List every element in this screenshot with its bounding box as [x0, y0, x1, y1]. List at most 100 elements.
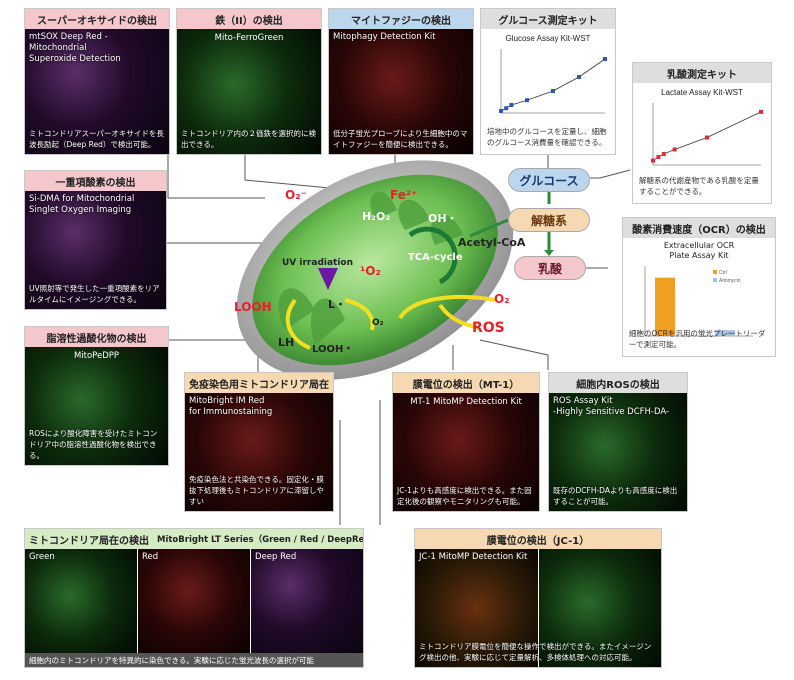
deepred-image: Deep Red [250, 549, 363, 653]
panel-description: JC-1よりも高感度に検出できる。また固定化後の観察やモニタリングも可能。 [397, 486, 532, 506]
panel-title: 酸素消費速度（OCR）の検出 [623, 218, 775, 238]
deepred-label: Deep Red [255, 552, 297, 562]
panel-description: ミトコンドリアスーパーオキサイドを長波長励起（Deep Red）で検出可能。 [29, 129, 164, 149]
panel-title: 細胞内ROSの検出 [549, 373, 687, 393]
h2o2-label: H₂O₂ [362, 210, 391, 223]
red-image: Red [137, 549, 250, 653]
panel-title-series: MitoBright LT Series（Green / Red / DeepR… [157, 535, 363, 545]
panel-title-main: ミトコンドリア局在の検出 [29, 535, 149, 547]
panel-title: 鉄（II）の検出 [177, 9, 321, 29]
data-point [661, 151, 666, 156]
uv-irradiation-label: UV irradiation [282, 258, 354, 268]
lipid-peroxide-panel: 脂溶性過酸化物の検出 MitoPeDPP ROSにより酸化障害を受けたミトコンド… [24, 326, 169, 466]
panel-description: 既存のDCFH-DAよりも高感度に検出することが可能。 [553, 486, 678, 506]
oxygen-label: O₂ [494, 292, 510, 306]
data-point [656, 155, 661, 160]
panel-description: 培地中のグルコースを定量し、細胞のグルコース消費量を確認できる。 [487, 127, 607, 147]
superoxide-panel: スーパーオキサイドの検出 mtSOX Deep Red - Mitochondr… [24, 8, 170, 155]
chart-title: Lactate Assay Kit-WST [661, 88, 743, 97]
singlet-oxygen-panel: 一重項酸素の検出 Si-DMA for Mitochondrial Single… [24, 170, 167, 310]
bar [655, 277, 675, 336]
micrograph-image: MitoPeDPP ROSにより酸化障害を受けたミトコンドリア中の脂溶性過酸化物… [25, 347, 168, 465]
iron-label: Fe²⁺ [390, 188, 418, 202]
glucose-chart: Glucose Assay Kit-WST [499, 34, 607, 114]
chart-title: Glucose Assay Kit-WST [506, 34, 591, 43]
panel-description: UV照射等で発生した一重項酸素をリアルタイムにイメージングできる。 [29, 284, 160, 304]
data-point [705, 135, 709, 140]
panel-description: 免疫染色法と共染色できる。固定化・膜抜下処理後もミトコンドリアに滞留しやすい [189, 475, 324, 506]
green-label: Green [29, 552, 55, 562]
acetyl-coa-label: Acetyl-CoA [458, 236, 526, 249]
product-caption: MitoPeDPP [73, 351, 120, 361]
bar [715, 330, 735, 336]
lactate-kit-panel: 乳酸測定キット Lactate Assay Kit-WST 解糖系の代謝産物であ… [632, 62, 772, 204]
panel-title: 膜電位の検出（JC-1） [415, 529, 661, 549]
looh-label: LOOH [234, 300, 272, 314]
data-point [759, 109, 763, 114]
ocr-panel: 酸素消費速度（OCR）の検出 Extracellular OCR Plate A… [622, 217, 776, 357]
glucose-pill: グルコース [508, 168, 590, 192]
cellular-ros-panel: 細胞内ROSの検出 ROS Assay Kit -Highly Sensitiv… [548, 372, 688, 512]
micrograph-image: MitoBright IM Red for Immunostaining 免疫染… [185, 393, 333, 511]
mitobright-lt-panel: ミトコンドリア局在の検出 MitoBright LT Series（Green … [24, 528, 364, 668]
l-radical-label: L・ [328, 298, 347, 311]
panel-title: マイトファジーの検出 [329, 9, 473, 29]
legend-label: Antimycin [719, 278, 741, 284]
panel-title: 一重項酸素の検出 [25, 171, 166, 191]
micrograph-image: Si-DMA for Mitochondrial Singlet Oxygen … [25, 191, 166, 309]
panel-description: ROSにより酸化障害を受けたミトコンドリア中の脂溶性過酸化物を検出できる。 [29, 429, 158, 460]
jc1-image-left: JC-1 MitoMP Detection Kit [415, 549, 538, 667]
loo-radical-label: LOOH・ [312, 344, 354, 355]
panel-title: 乳酸測定キット [633, 63, 771, 83]
panel-description: 細胞のOCRを汎用の蛍光プレートリーダーで測定可能。 [629, 329, 766, 349]
legend-swatch [713, 270, 717, 274]
data-point [509, 103, 514, 107]
o2-small-label: O₂ [372, 318, 384, 328]
iron-panel: 鉄（II）の検出 Mito-FerroGreen ミトコンドリア内の２価鉄を選択… [176, 8, 322, 155]
jc1-image-right [537, 549, 661, 667]
panel-description: 低分子蛍光プローブにより生細胞中のマイトファジーを簡便に検出できる。 [333, 129, 468, 149]
uv-irradiation-icon [318, 268, 338, 290]
chart-title: Extracellular OCR Plate Assay Kit [663, 241, 735, 260]
panel-description: 細胞内のミトコンドリアを特異的に染色できる。実験に応じた蛍光波長の選択が可能 [25, 653, 363, 667]
data-point [603, 57, 607, 61]
micrograph-image: Mito-FerroGreen ミトコンドリア内の２価鉄を選択的に検出できる。 [177, 29, 321, 154]
glucose-kit-panel: グルコース測定キット Glucose Assay Kit-WST 培地中のグルコ… [480, 8, 616, 155]
superoxide-label: O₂⁻ [285, 188, 307, 202]
panel-title: 免疫染色用ミトコンドリア局在 [185, 373, 333, 393]
legend-label: Ctrl [719, 270, 727, 276]
product-caption: ROS Assay Kit -Highly Sensitive DCFH-DA- [553, 396, 670, 417]
micrograph-image: mtSOX Deep Red - Mitochondrial Superoxid… [25, 29, 169, 154]
panel-description: ミトコンドリア膜電位を簡便な操作で検出ができる。またイメージング検出の他、実験に… [419, 642, 652, 662]
ros-label: ROS [472, 320, 505, 336]
mt1-panel: 膜電位の検出（MT-1） MT-1 MitoMP Detection Kit J… [392, 372, 540, 512]
immunostaining-panel: 免疫染色用ミトコンドリア局在 MitoBright IM Red for Imm… [184, 372, 334, 512]
panel-title: 脂溶性過酸化物の検出 [25, 327, 168, 347]
product-caption: Si-DMA for Mitochondrial Singlet Oxygen … [29, 194, 135, 215]
jc1-panel: 膜電位の検出（JC-1） JC-1 MitoMP Detection Kit ミ… [414, 528, 662, 668]
panel-description: ミトコンドリア内の２価鉄を選択的に検出できる。 [181, 129, 316, 149]
mitophagy-panel: マイトファジーの検出 Mitophagy Detection Kit 低分子蛍光… [328, 8, 474, 155]
data-point [525, 98, 529, 103]
red-label: Red [142, 552, 159, 562]
micrograph-image: MT-1 MitoMP Detection Kit JC-1よりも高感度に検出で… [393, 393, 539, 511]
panel-title: スーパーオキサイドの検出 [25, 9, 169, 29]
product-caption: JC-1 MitoMP Detection Kit [419, 552, 528, 562]
panel-title: 膜電位の検出（MT-1） [393, 373, 539, 393]
product-caption: Mito-FerroGreen [214, 33, 284, 43]
product-caption: MT-1 MitoMP Detection Kit [410, 397, 522, 407]
data-point [504, 106, 509, 111]
lh-label: LH [278, 336, 295, 349]
data-point [551, 89, 555, 93]
panel-title: グルコース測定キット [481, 9, 615, 29]
data-point [672, 147, 677, 152]
product-caption: mtSOX Deep Red - Mitochondrial Superoxid… [29, 32, 121, 64]
product-caption: MitoBright IM Red for Immunostaining [189, 396, 273, 417]
lactate-pill: 乳酸 [514, 256, 586, 280]
legend-swatch [713, 278, 717, 282]
hydroxyl-label: OH・ [428, 212, 458, 225]
micrograph-image: ROS Assay Kit -Highly Sensitive DCFH-DA-… [549, 393, 687, 511]
product-caption: Mitophagy Detection Kit [333, 32, 436, 42]
